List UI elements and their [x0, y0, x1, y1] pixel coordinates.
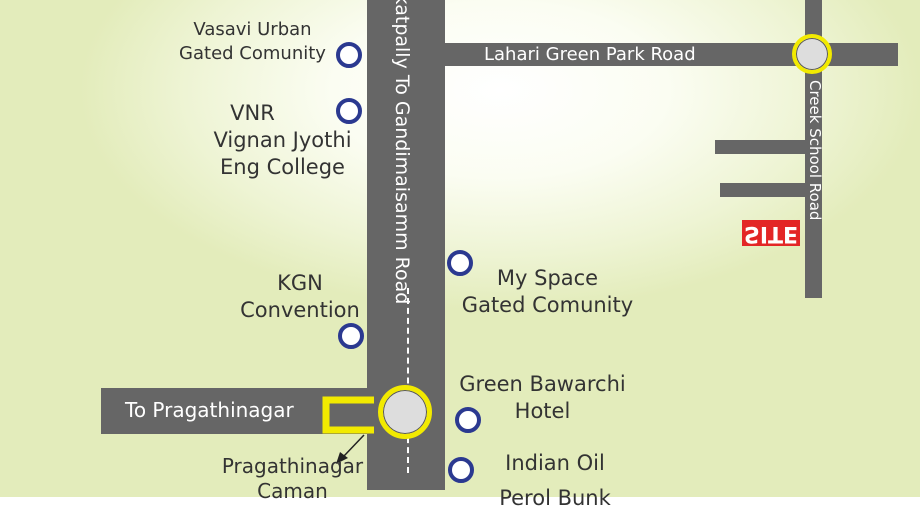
location-marker-icon: [338, 323, 364, 349]
lahari-green-park-road: [445, 43, 898, 66]
arrow-icon: [336, 434, 365, 464]
pragathinagar-road-label: To Pragathinagar: [125, 398, 294, 422]
creek-school-road: [805, 0, 822, 298]
roundabout-icon: [792, 34, 832, 74]
place-label-myspace: My Space Gated Comunity: [461, 266, 634, 317]
main-road-centerline: [407, 288, 409, 473]
side-street-1: [715, 140, 805, 154]
u-turn-icon: [322, 396, 374, 434]
side-street-2: [720, 183, 805, 197]
place-label-indianoil: Indian Oil Perol Bunk: [499, 451, 611, 510]
location-marker-icon: [448, 457, 474, 483]
place-label-bawarchi: Green Bawarchi Hotel: [459, 372, 626, 423]
map-bottom-strip: [0, 497, 920, 520]
location-marker-icon: [336, 98, 362, 124]
location-marker-icon: [455, 407, 481, 433]
lahari-road-label: Lahari Green Park Road: [484, 44, 696, 65]
place-label-kgn: KGN Convention: [240, 271, 360, 322]
place-label-vasavi: Vasavi Urban Gated Comunity: [179, 19, 326, 64]
creek-road-label: Creek School Road: [806, 80, 824, 221]
main-road-label: Kukatpally To Gandimaisamm Road: [391, 0, 413, 305]
location-marker-icon: [336, 42, 362, 68]
place-label-vnr: VNR Vignan Jyothi Eng College: [213, 101, 352, 179]
site-marker: SITE: [742, 220, 801, 246]
roundabout-icon: [378, 385, 432, 439]
place-label-caman: Pragathinagar Caman: [221, 454, 364, 503]
location-marker-icon: [447, 250, 473, 276]
